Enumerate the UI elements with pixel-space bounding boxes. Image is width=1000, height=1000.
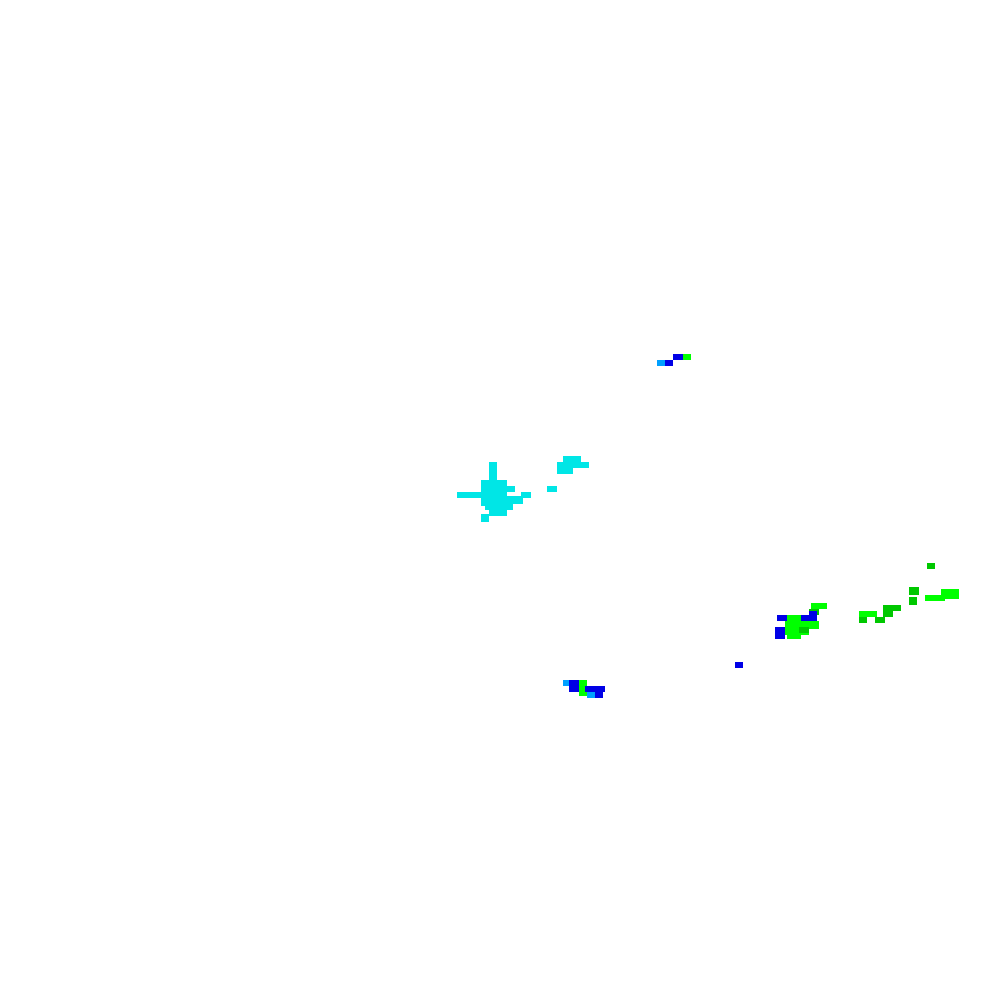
echo-pixel — [489, 462, 497, 482]
echo-pixel — [673, 354, 683, 360]
echo-cluster-center-cyan — [457, 462, 531, 522]
echo-pixel — [941, 589, 959, 599]
echo-pixel — [521, 492, 531, 498]
echo-pixel — [883, 611, 893, 617]
echo-pixel — [481, 496, 513, 506]
echo-pixel — [909, 587, 919, 595]
echo-pixel — [927, 563, 935, 569]
echo-pixel — [547, 486, 557, 492]
echo-pixel — [811, 603, 827, 609]
echo-pixel — [657, 360, 667, 366]
echo-pixel — [563, 680, 571, 686]
echo-pixel — [563, 456, 581, 464]
echo-cluster-center-cyan-small — [547, 456, 589, 492]
echo-pixel — [505, 486, 515, 492]
echo-pixel — [665, 360, 673, 366]
echo-pixel — [557, 462, 589, 468]
echo-pixel — [883, 605, 901, 611]
echo-pixel — [557, 466, 573, 474]
echo-pixel — [579, 688, 587, 696]
echo-pixel — [595, 690, 603, 698]
echo-single-blue — [735, 662, 743, 668]
echo-pixel — [485, 504, 513, 510]
echo-pixel — [787, 615, 801, 621]
echo-pixel — [481, 514, 489, 522]
echo-pixel — [735, 662, 743, 668]
echo-pixel — [787, 633, 801, 639]
echo-cluster-bottom-center — [563, 680, 605, 698]
echo-pixel — [785, 627, 809, 635]
echo-pixel — [481, 480, 507, 498]
echo-pixel — [513, 496, 523, 504]
echo-cluster-right-green — [859, 563, 959, 623]
echo-cluster-top-center — [657, 354, 691, 366]
echo-cluster-right-blue-green — [775, 603, 827, 639]
echo-pixel — [775, 627, 785, 639]
echo-pixel — [457, 492, 491, 498]
echo-pixel — [489, 510, 507, 516]
echo-pixel — [579, 680, 587, 688]
echo-pixel — [801, 615, 817, 621]
echo-pixel — [859, 617, 867, 623]
echo-pixel — [925, 595, 945, 601]
echo-pixel — [809, 611, 817, 617]
echo-pixel — [587, 692, 595, 698]
echo-pixel — [875, 617, 885, 623]
echo-pixel — [909, 597, 917, 605]
echo-pixel — [799, 627, 809, 633]
echo-pixel — [683, 354, 691, 360]
echo-pixel — [585, 686, 605, 692]
echo-pixel — [569, 680, 579, 692]
echo-pixel — [785, 621, 819, 629]
echo-pixel — [859, 611, 877, 617]
echo-pixel — [777, 615, 787, 621]
